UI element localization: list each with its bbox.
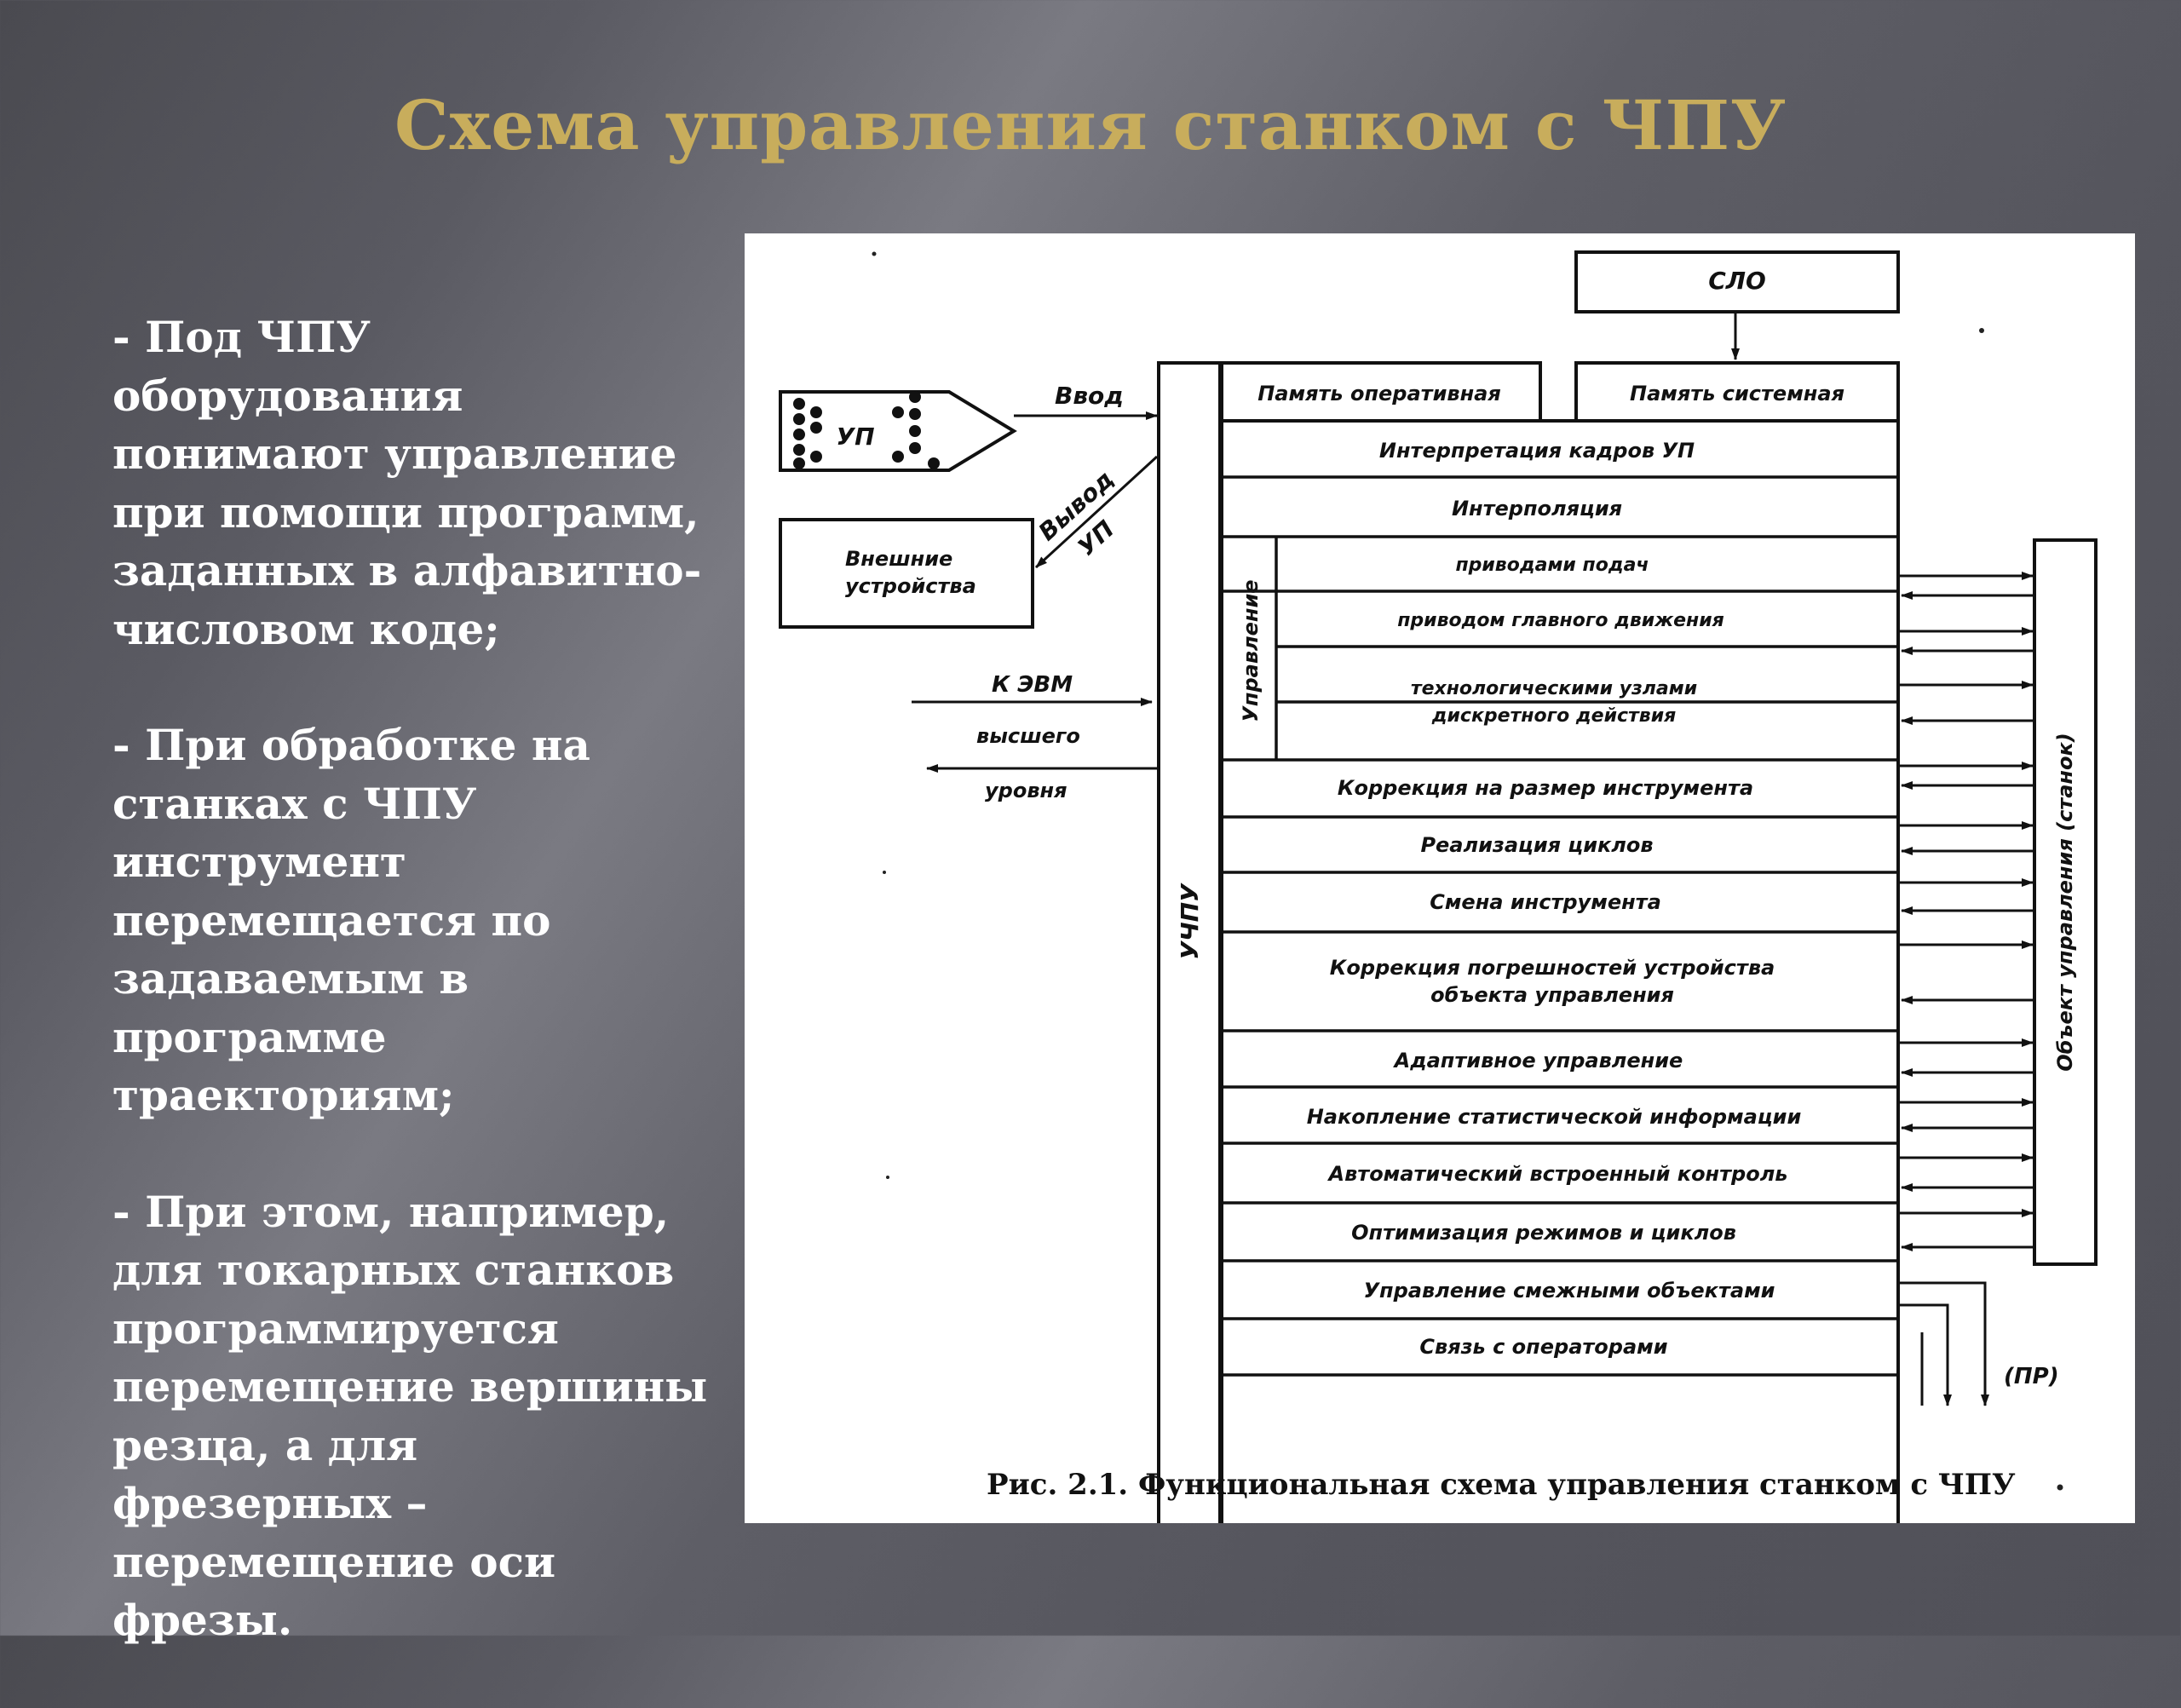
output-label-2: УП: [1073, 515, 1120, 562]
output-arrow: [1034, 455, 1159, 569]
row-label: Связь с операторами: [1419, 1335, 1667, 1359]
row-label: технологическими узлами: [1411, 678, 1697, 699]
row-label: Коррекция погрешностей устройства: [1330, 956, 1775, 980]
signal-arrows: [1898, 572, 2034, 1251]
figure-caption: Рис. 2.1. Функциональная схема управлени…: [987, 1468, 2016, 1502]
memory-operative-label: Память оперативная: [1257, 382, 1501, 405]
function-block: [1220, 419, 1900, 1523]
evm-label-1: К ЭВМ: [992, 672, 1073, 698]
bullet-list: - Под ЧПУ оборудования понимают управлен…: [112, 308, 709, 1708]
pr-arrows: [1898, 1281, 1989, 1406]
uchpu-label: УЧПУ: [1176, 883, 1204, 960]
row-label: Смена инструмента: [1430, 890, 1661, 914]
cnc-diagram-panel: СЛО УЧПУ Память оперативная Память систе…: [745, 233, 2135, 1523]
bullet-item: - При этом, например, для токарных станк…: [112, 1186, 708, 1646]
cnc-functional-diagram: СЛО УЧПУ Память оперативная Память систе…: [779, 250, 2098, 1523]
row-label: приводом главного движения: [1397, 610, 1724, 631]
external-devices-box: [779, 518, 1034, 629]
up-tape-label: УП: [836, 423, 874, 451]
row-label: дискретного действия: [1431, 705, 1677, 727]
up-tape-shape: [779, 390, 1017, 472]
pr-label: (ПР): [2004, 1364, 2059, 1389]
row-label: приводами подач: [1455, 555, 1649, 576]
slo-label: СЛО: [1708, 267, 1766, 295]
object-label: Объект управления (станок): [2053, 733, 2077, 1071]
row-label: Реализация циклов: [1420, 833, 1653, 857]
slide-title: Схема управления станком с ЧПУ: [394, 85, 1787, 165]
row-label: Адаптивное управление: [1393, 1049, 1683, 1073]
row-label: Интерполяция: [1452, 497, 1622, 520]
row-label: Автоматический встроенный контроль: [1327, 1162, 1788, 1186]
slo-box: [1574, 250, 1900, 313]
scan-specks: [872, 251, 2063, 1491]
row-label: Накопление статистической информации: [1307, 1105, 1802, 1129]
external-label-1: Внешние: [845, 547, 952, 571]
evm-label-3: уровня: [985, 779, 1067, 802]
input-label: Ввод: [1055, 382, 1124, 410]
row-label: Коррекция на размер инструмента: [1338, 776, 1753, 800]
control-group-label: Управление: [1239, 579, 1263, 722]
row-label: объекта управления: [1430, 983, 1674, 1007]
row-label: Управление смежными объектами: [1364, 1279, 1775, 1303]
external-label-2: устройства: [845, 574, 976, 598]
tape-holes: [793, 391, 940, 469]
bullet-item: - Под ЧПУ оборудования понимают управлен…: [112, 312, 702, 654]
memory-system-label: Память системная: [1630, 382, 1844, 405]
row-label: Интерпретация кадров УП: [1379, 439, 1695, 463]
row-label: Оптимизация режимов и циклов: [1351, 1221, 1736, 1245]
evm-label-2: высшего: [976, 724, 1080, 748]
object-box: [2033, 538, 2098, 1266]
bullet-item: - При обработке на станках с ЧПУ инструм…: [112, 720, 590, 1120]
